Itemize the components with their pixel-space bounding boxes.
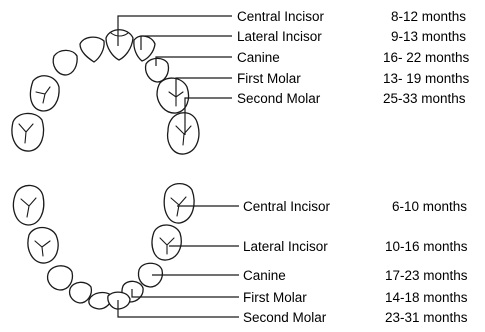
upper-labels: Central Incisor Lateral Incisor Canine F… xyxy=(237,9,470,106)
upper-lateral-incisor-age: 9-13 months xyxy=(391,29,466,44)
upper-left-second-molar xyxy=(12,113,44,151)
lower-left-canine xyxy=(48,266,73,290)
upper-canine-label: Canine xyxy=(237,50,280,65)
lower-first-molar-age: 14-18 months xyxy=(385,290,468,305)
upper-first-molar-age: 13- 19 months xyxy=(383,71,470,86)
lower-canine-age: 17-23 months xyxy=(385,268,468,283)
lower-first-molar-label: First Molar xyxy=(243,290,307,305)
lower-right-central-incisor xyxy=(108,292,130,309)
lower-central-incisor-age: 6-10 months xyxy=(392,199,467,214)
upper-right-canine xyxy=(146,58,169,82)
upper-canine-age: 16- 22 months xyxy=(383,50,470,65)
upper-left-lateral-incisor xyxy=(80,37,104,62)
lower-second-molar-leader xyxy=(118,300,239,317)
lower-right-first-molar xyxy=(152,225,181,260)
upper-central-incisor-age: 8-12 months xyxy=(391,9,466,24)
lower-lateral-incisor-label: Lateral Incisor xyxy=(243,239,328,254)
upper-second-molar-label: Second Molar xyxy=(237,91,321,106)
upper-second-molar-age: 25-33 months xyxy=(383,91,466,106)
lower-labels: Central Incisor Lateral Incisor Canine F… xyxy=(243,199,468,325)
upper-arch xyxy=(12,30,199,154)
upper-lateral-incisor-label: Lateral Incisor xyxy=(237,29,322,44)
lower-left-first-molar xyxy=(28,228,58,264)
lower-arch xyxy=(13,184,194,309)
upper-left-central-incisor xyxy=(106,30,133,60)
lower-right-second-molar xyxy=(164,184,194,223)
lower-second-molar-label: Second Molar xyxy=(243,310,327,325)
lower-second-molar-age: 23-31 months xyxy=(385,310,468,325)
upper-central-incisor-label: Central Incisor xyxy=(237,9,325,24)
upper-first-molar-label: First Molar xyxy=(237,71,301,86)
lower-first-molar-leader xyxy=(132,289,239,297)
upper-right-lateral-incisor xyxy=(134,36,155,61)
lower-central-incisor-label: Central Incisor xyxy=(243,199,331,214)
lower-canine-label: Canine xyxy=(243,268,286,283)
lower-lateral-incisor-age: 10-16 months xyxy=(385,239,468,254)
lower-left-lateral-incisor xyxy=(70,282,92,303)
upper-right-first-molar xyxy=(157,78,189,113)
upper-left-canine xyxy=(53,50,77,75)
